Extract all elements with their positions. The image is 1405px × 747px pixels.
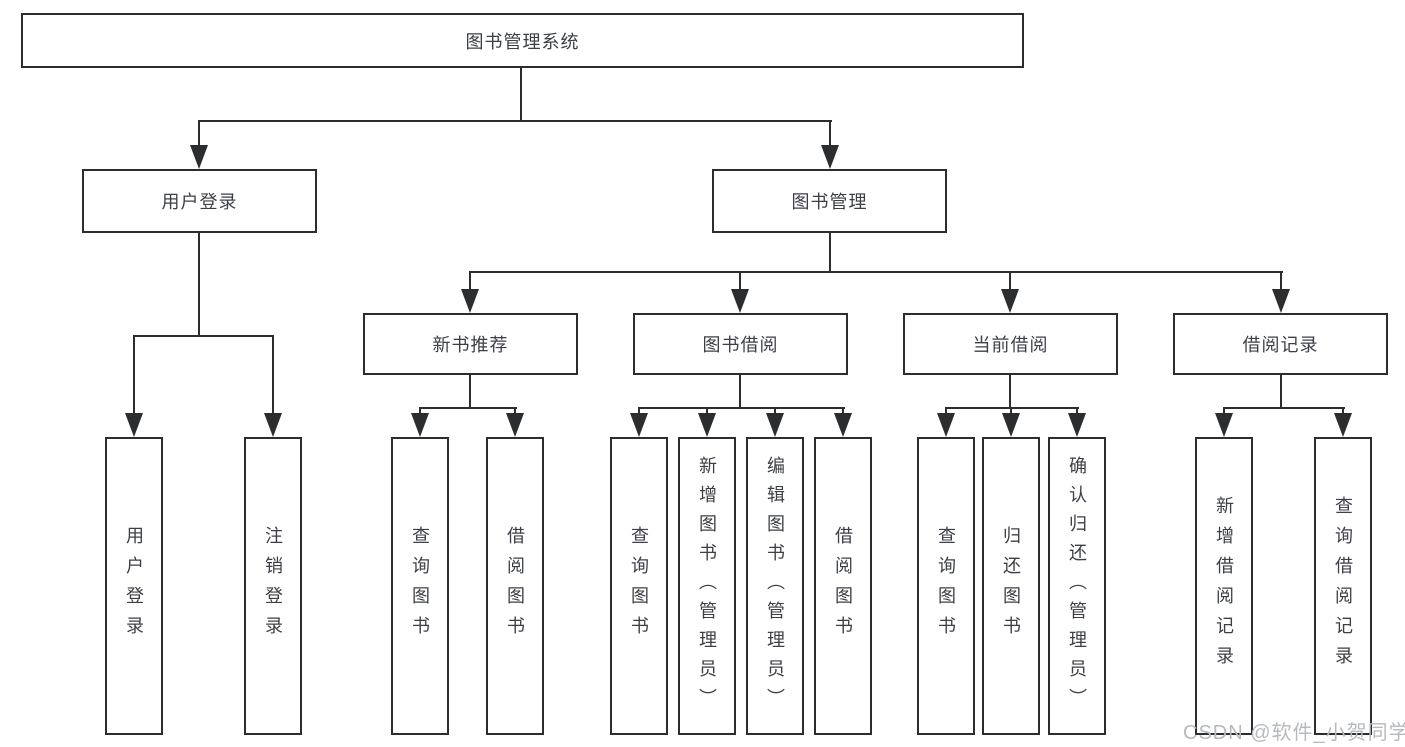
leaf-logout-login: 注销登录 (244, 437, 302, 735)
leaf-query-books-current-label: 查询图书 (936, 526, 956, 646)
arrowhead-icon (506, 413, 524, 437)
leaf-confirm-return-admin-label: 确认归还（管理员） (1067, 455, 1087, 717)
node-new-book-recommend-label: 新书推荐 (432, 335, 509, 355)
leaf-query-borrow-record: 查询借阅记录 (1314, 437, 1372, 735)
arrowhead-icon (766, 413, 784, 437)
root-node-label: 图书管理系统 (465, 31, 580, 52)
arrowhead-icon (461, 289, 479, 313)
connector-drop-leaf (133, 335, 135, 415)
connector-records-hline (1223, 407, 1345, 409)
leaf-query-books-recommend-label: 查询图书 (410, 526, 430, 646)
node-book-borrow: 图书借阅 (633, 313, 848, 375)
leaf-borrow-books-recommend: 借阅图书 (486, 437, 544, 735)
leaf-query-books-borrow-label: 查询图书 (629, 526, 649, 646)
connector-borrow-hline (638, 407, 845, 409)
connector-login-hline (133, 335, 274, 337)
connector-login-stub (198, 233, 200, 337)
connector-mgmt-hline (469, 271, 1283, 273)
leaf-edit-book-admin: 编辑图书（管理员） (746, 437, 804, 735)
connector-drop-level3 (469, 271, 471, 293)
connector-drop-book-mgmt (829, 120, 831, 148)
connector-drop-level3 (1009, 271, 1011, 293)
leaf-borrow-books-label: 借阅图书 (833, 526, 853, 646)
node-user-login-label: 用户登录 (161, 192, 238, 212)
watermark: CSDN @软件_小贺同学 (1183, 722, 1405, 744)
arrowhead-icon (264, 413, 282, 437)
arrowhead-icon (1334, 413, 1352, 437)
arrowhead-icon (821, 145, 839, 169)
leaf-confirm-return-admin: 确认归还（管理员） (1048, 437, 1106, 735)
connector-recommend-stub (469, 375, 471, 409)
leaf-borrow-books-recommend-label: 借阅图书 (505, 526, 525, 646)
connector-root-stub (520, 68, 522, 122)
arrowhead-icon (1002, 413, 1020, 437)
arrowhead-icon (937, 413, 955, 437)
leaf-edit-book-admin-label: 编辑图书（管理员） (765, 455, 785, 717)
arrowhead-icon (834, 413, 852, 437)
leaf-borrow-books: 借阅图书 (814, 437, 872, 735)
arrowhead-icon (698, 413, 716, 437)
arrowhead-icon (1215, 413, 1233, 437)
node-user-login: 用户登录 (82, 169, 317, 233)
connector-current-stub (1009, 375, 1011, 409)
leaf-add-book-admin-label: 新增图书（管理员） (697, 455, 717, 717)
arrowhead-icon (411, 413, 429, 437)
arrowhead-icon (731, 289, 749, 313)
root-node: 图书管理系统 (21, 13, 1024, 68)
connector-records-stub (1280, 375, 1282, 409)
arrowhead-icon (1001, 289, 1019, 313)
arrowhead-icon (630, 413, 648, 437)
leaf-user-login: 用户登录 (105, 437, 163, 735)
arrowhead-icon (190, 145, 208, 169)
connector-drop-level3 (1280, 271, 1282, 293)
connector-root-hline (198, 120, 832, 122)
node-book-borrow-label: 图书借阅 (702, 335, 779, 355)
arrowhead-icon (1068, 413, 1086, 437)
connector-borrow-stub (739, 375, 741, 409)
node-book-management: 图书管理 (712, 169, 947, 233)
arrowhead-icon (1272, 289, 1290, 313)
leaf-logout-login-label: 注销登录 (263, 526, 283, 646)
connector-drop-user-login (198, 120, 200, 148)
leaf-query-borrow-record-label: 查询借阅记录 (1333, 496, 1353, 676)
node-borrow-records-label: 借阅记录 (1242, 335, 1319, 355)
leaf-user-login-label: 用户登录 (124, 526, 144, 646)
leaf-query-books-recommend: 查询图书 (391, 437, 449, 735)
connector-mgmt-stub (829, 233, 831, 273)
connector-recommend-hline (419, 407, 517, 409)
arrowhead-icon (125, 413, 143, 437)
node-book-management-label: 图书管理 (791, 192, 868, 212)
leaf-return-book: 归还图书 (982, 437, 1040, 735)
leaf-return-book-label: 归还图书 (1001, 526, 1021, 646)
leaf-add-borrow-record-label: 新增借阅记录 (1214, 496, 1234, 676)
leaf-query-books-borrow: 查询图书 (610, 437, 668, 735)
leaf-query-books-current: 查询图书 (917, 437, 975, 735)
leaf-add-borrow-record: 新增借阅记录 (1195, 437, 1253, 735)
connector-current-hline (945, 407, 1079, 409)
connector-drop-level3 (739, 271, 741, 293)
node-current-borrow: 当前借阅 (903, 313, 1118, 375)
leaf-add-book-admin: 新增图书（管理员） (678, 437, 736, 735)
connector-drop-leaf (272, 335, 274, 415)
node-new-book-recommend: 新书推荐 (363, 313, 578, 375)
node-borrow-records: 借阅记录 (1173, 313, 1388, 375)
node-current-borrow-label: 当前借阅 (972, 335, 1049, 355)
